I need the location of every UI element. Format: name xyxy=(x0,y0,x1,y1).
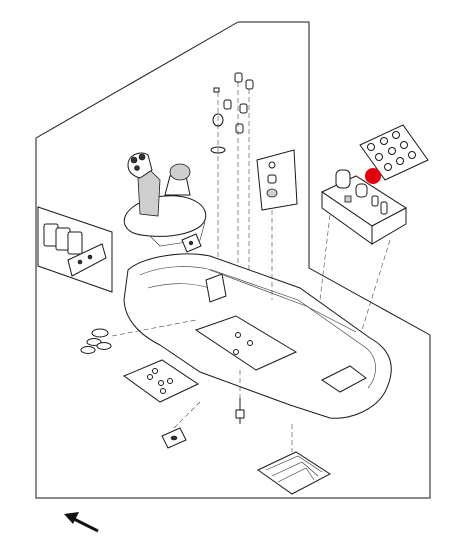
switch-module xyxy=(320,168,407,245)
document-plate xyxy=(257,424,331,495)
joystick-assembly xyxy=(123,152,207,247)
console-housing xyxy=(123,253,392,419)
detail-box-connectors xyxy=(37,206,113,293)
leader-line xyxy=(319,214,331,301)
leader-line xyxy=(361,239,391,331)
arrow-up-left-icon xyxy=(64,512,99,533)
clip-part xyxy=(161,401,201,449)
washer-set xyxy=(80,319,197,354)
button-panel xyxy=(359,124,429,181)
outer-frame xyxy=(35,21,431,499)
highlight-marker xyxy=(365,168,381,184)
bolt xyxy=(235,370,245,424)
mount-bracket xyxy=(181,233,202,253)
gasket-plate xyxy=(122,359,200,403)
detail-box-connector xyxy=(256,149,298,211)
